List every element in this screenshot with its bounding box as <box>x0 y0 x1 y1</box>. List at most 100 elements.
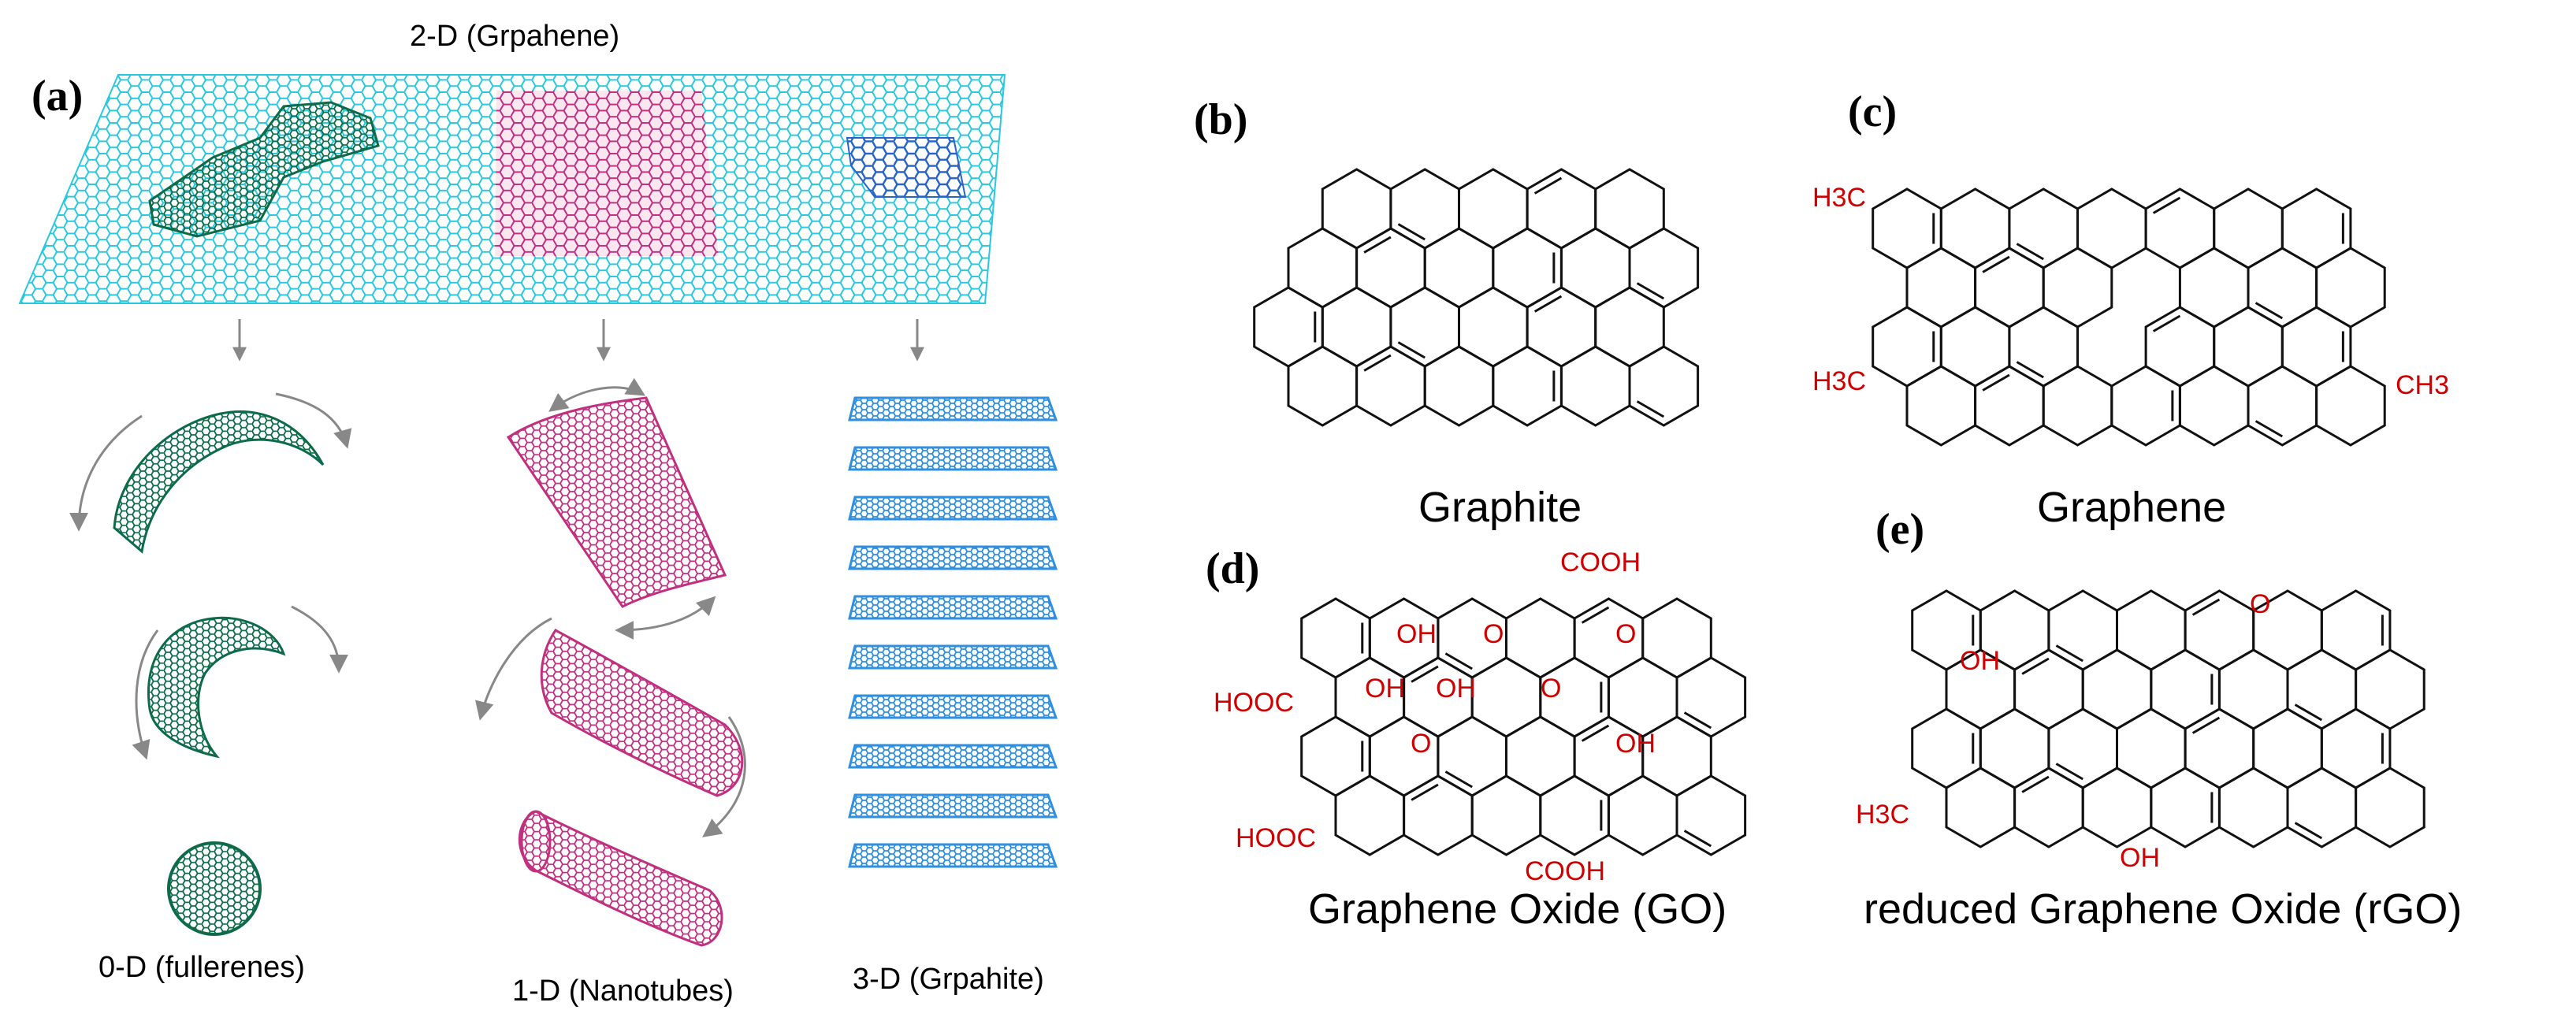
carbon-ring <box>2042 247 2113 329</box>
carbon-ring <box>1607 774 1678 856</box>
double-bond <box>1533 295 1563 313</box>
carbon-ring <box>1492 227 1563 309</box>
methyl-group-right: CH3 <box>2396 370 2449 400</box>
carbon-ring <box>2184 589 2255 671</box>
carbon-ring <box>1389 286 1461 368</box>
hydroxyl-bottom: OH <box>2120 843 2160 873</box>
carbon-ring <box>2213 306 2284 388</box>
epoxy-3: O <box>1541 674 1561 703</box>
carbon-ring <box>2213 187 2284 269</box>
methyl-group: H3C <box>1856 800 1909 830</box>
fullerene-column <box>69 392 352 936</box>
carbon-ring <box>2280 306 2352 388</box>
carbon-ring <box>1628 345 1700 427</box>
carbon-ring <box>2252 707 2323 789</box>
carbon-ring <box>1872 306 1942 388</box>
carbon-ring <box>2110 365 2181 447</box>
double-bond <box>1363 236 1392 254</box>
carbon-ring <box>1641 597 1712 679</box>
carbon-ring <box>1470 774 1542 856</box>
carbon-ring <box>2047 589 2119 671</box>
carbon-ring <box>1287 227 1359 309</box>
hydroxyl-upper: OH <box>1960 646 2000 676</box>
carbon-ring <box>1607 656 1678 738</box>
carbon-ring <box>2247 365 2318 447</box>
carbon-ring <box>1628 227 1700 309</box>
carbon-ring <box>1423 227 1495 309</box>
carbon-ring <box>1492 345 1563 427</box>
roll-arrow-1 <box>548 377 646 412</box>
double-bond <box>2021 657 2050 675</box>
panel-a: (a) 2-D (Grpahene) 0-D (fullerenes <box>18 20 1058 1008</box>
carbon-ring <box>1423 345 1495 427</box>
double-bond <box>1581 606 1610 624</box>
curl-arrow-3 <box>132 629 159 760</box>
nanotube-column <box>475 377 746 947</box>
graphene-oxide-lattice <box>1300 597 1747 856</box>
carbon-ring <box>1505 715 1576 797</box>
carbon-ring <box>1594 168 1665 250</box>
carbon-ring <box>2178 247 2250 329</box>
double-bond <box>1982 255 2010 273</box>
panel-d: (d) COOH COOH HOOC HOOC OH OH OH OH O O … <box>1206 544 1747 933</box>
curl-arrow-1 <box>69 414 143 532</box>
panel-c-caption: Graphene <box>2037 484 2226 531</box>
graphite-layer <box>848 644 1058 670</box>
carbon-ring <box>1334 774 1406 856</box>
panel-c: (c) H3C H3C CH3 Graphene <box>1812 87 2449 531</box>
carbon-ring <box>2286 767 2358 848</box>
carbon-ring <box>2081 648 2153 730</box>
carbon-ring <box>2047 707 2119 789</box>
carbon-ring <box>2144 187 2216 269</box>
hydroxyl-2: OH <box>1365 674 1405 703</box>
hooc-left: HOOC <box>1214 688 1294 718</box>
graphene-sheet <box>18 74 1006 304</box>
double-bond <box>1636 400 1665 418</box>
carbon-ring <box>1300 715 1371 797</box>
carbon-ring <box>2286 648 2358 730</box>
double-bond <box>1533 176 1563 195</box>
hydroxyl-4: OH <box>1615 729 1656 759</box>
panel-e-letter: (e) <box>1875 505 1924 554</box>
carbon-ring <box>2184 707 2255 789</box>
double-bond <box>1397 223 1426 241</box>
methyl-group-left: H3C <box>1812 366 1866 396</box>
double-bond <box>2055 644 2083 663</box>
double-bond <box>2294 703 2323 722</box>
carbon-ring <box>2116 707 2187 789</box>
carbon-ring <box>1539 774 1610 856</box>
carbon-ring <box>1287 345 1359 427</box>
carbon-ring <box>2178 365 2250 447</box>
label-0d: 0-D (fullerenes) <box>99 951 305 984</box>
carbon-ring <box>2217 767 2289 848</box>
double-bond <box>2254 302 2284 320</box>
nanotube-stage-1 <box>506 396 727 608</box>
carbon-ring <box>2247 247 2318 329</box>
carbon-ring <box>2013 648 2084 730</box>
panel-e: (e) O OH OH H3C reduced Graphene Oxide (… <box>1856 505 2462 933</box>
carbon-ring <box>2144 306 2216 388</box>
nanotube-tube <box>518 810 723 947</box>
carbon-ring <box>2315 247 2386 329</box>
carbon-ring <box>1355 345 1426 427</box>
carbon-ring <box>1458 168 1529 250</box>
double-bond <box>1363 354 1392 372</box>
panel-d-caption: Graphene Oxide (GO) <box>1308 885 1727 933</box>
carbon-ring <box>1974 247 2045 329</box>
graphite-layer <box>848 744 1058 769</box>
carbon-ring <box>2315 365 2386 447</box>
panel-c-letter: (c) <box>1848 87 1897 136</box>
carbon-ring <box>1905 365 1977 447</box>
double-bond <box>2016 361 2044 379</box>
graphite-layer <box>848 496 1058 521</box>
double-bond <box>1444 652 1473 670</box>
graphite-layer <box>848 396 1058 421</box>
curl-arrow-4 <box>291 605 348 674</box>
roll-arrow-2 <box>615 596 716 640</box>
carbon-ring <box>2217 648 2289 730</box>
double-bond <box>1411 665 1439 683</box>
carbon-ring <box>1939 187 2011 269</box>
hooc-lower-left: HOOC <box>1236 823 1316 853</box>
panel-a-letter: (a) <box>32 72 83 121</box>
